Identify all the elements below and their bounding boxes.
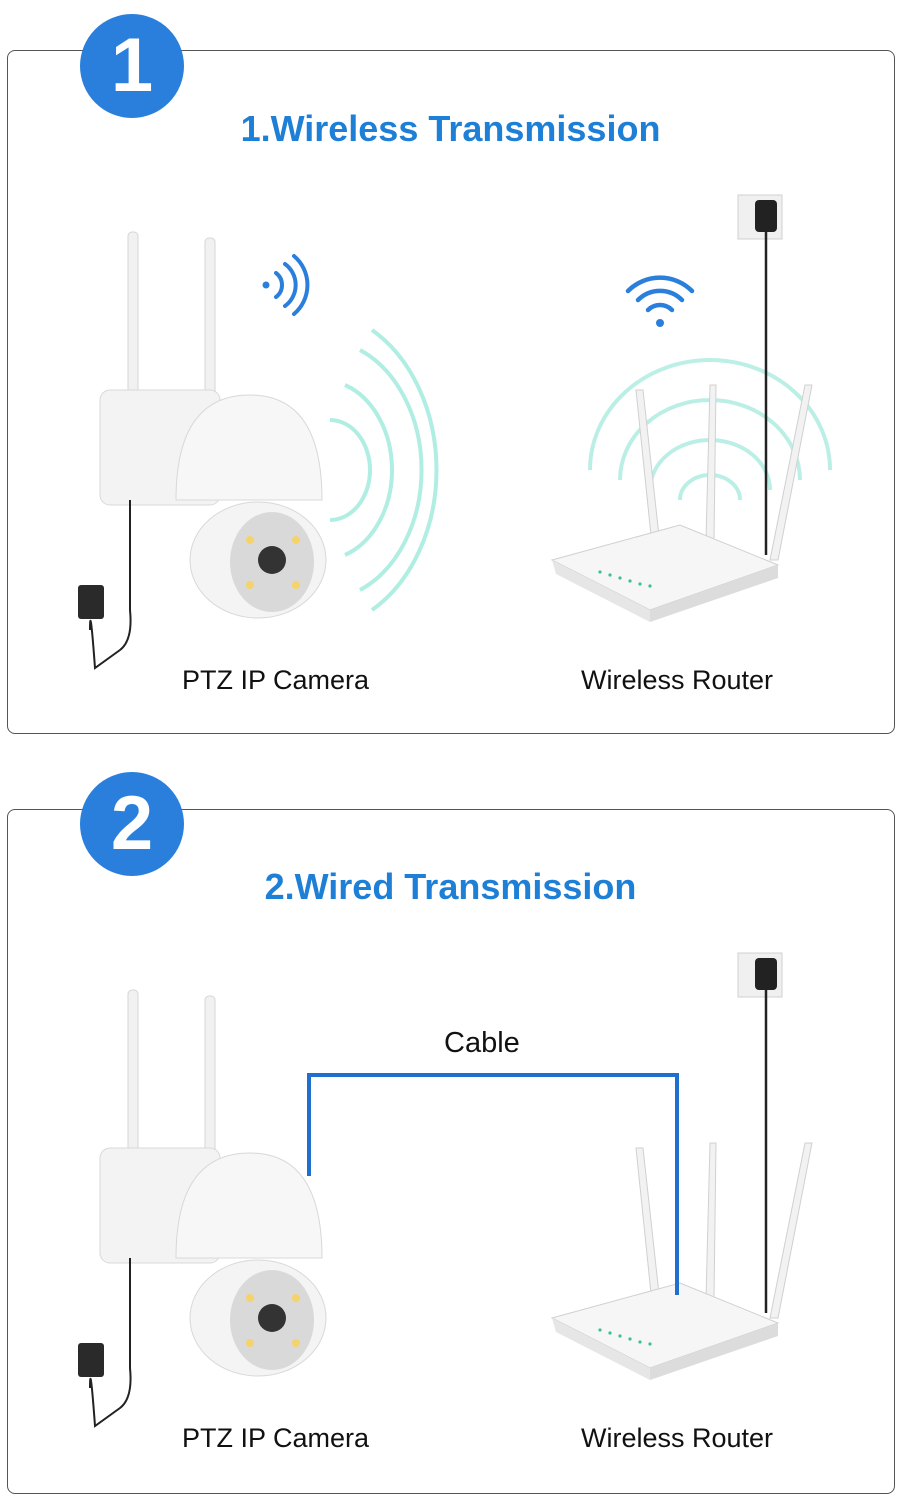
wifi-signal-icon [262, 254, 310, 316]
camera-label: PTZ IP Camera [182, 1423, 370, 1453]
router-label: Wireless Router [581, 665, 774, 695]
ptz-camera-image [77, 989, 327, 1427]
ptz-camera-image [77, 231, 327, 669]
wave-rings-camera [329, 328, 439, 612]
wifi-icon [625, 275, 695, 327]
section-title-wireless: 1.Wireless Transmission [240, 108, 661, 149]
ethernet-cable [307, 1073, 679, 1295]
router-label: Wireless Router [581, 1423, 774, 1453]
router-image [550, 193, 814, 624]
section-title-wired: 2.Wired Transmission [264, 866, 637, 907]
router-image [550, 951, 814, 1382]
cable-label: Cable [444, 1027, 520, 1059]
step-badge-2: 2 [80, 772, 184, 876]
wired-diagram [77, 951, 814, 1427]
camera-label: PTZ IP Camera [182, 665, 370, 695]
step-badge-1: 1 [80, 14, 184, 118]
wireless-diagram [77, 193, 832, 669]
